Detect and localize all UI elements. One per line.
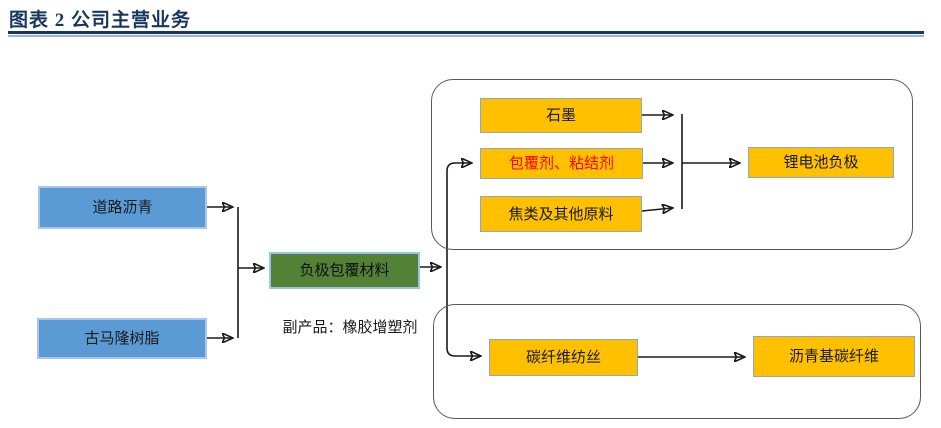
node-pitch-based-carbon-fiber: 沥青基碳纤维 [753, 336, 915, 377]
byproduct-note: 副产品：橡胶增塑剂 [282, 319, 418, 336]
node-anode-coating-material: 负极包覆材料 [269, 252, 420, 289]
node-coating-agent-binder: 包覆剂、粘结剂 [480, 148, 643, 179]
node-coumarone-resin: 古马隆树脂 [37, 318, 207, 359]
fiber-chain-group-outline [433, 304, 921, 419]
figure-title: 图表 2 公司主营业务 [9, 10, 192, 31]
node-road-asphalt: 道路沥青 [38, 186, 207, 229]
node-coke-other-materials: 焦类及其他原料 [480, 196, 642, 232]
title-rule-dark [8, 31, 924, 34]
node-carbon-fiber-spinning: 碳纤维纺丝 [489, 339, 638, 376]
title-rule-light [8, 35, 924, 37]
battery-chain-group-outline [431, 79, 913, 250]
node-lithium-battery-anode: 锂电池负极 [748, 147, 894, 178]
node-graphite: 石墨 [480, 98, 642, 133]
